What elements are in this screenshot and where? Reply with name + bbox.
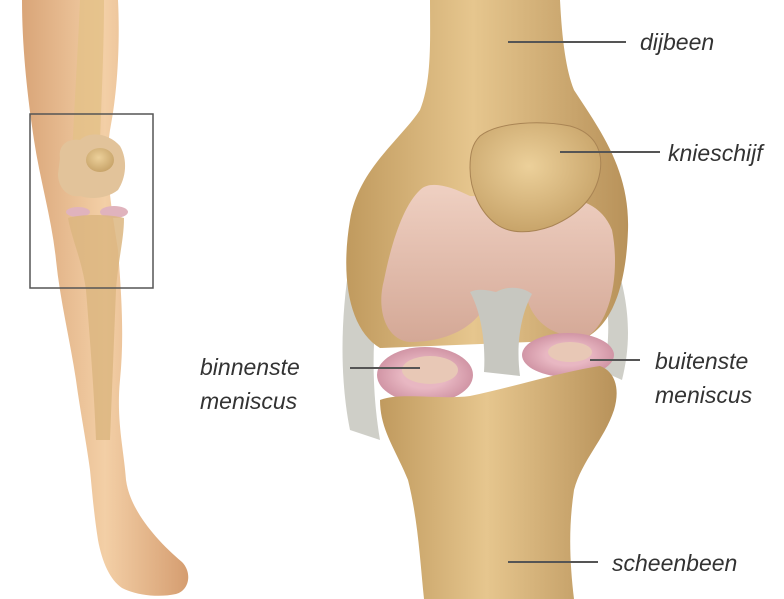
leg-patella [86,148,114,172]
label-binnenste-line1: binnenste [200,350,300,384]
label-buitenste-meniscus: buitenste meniscus [655,344,752,412]
label-knieschijf: knieschijf [668,136,763,170]
label-buitenste-line1: buitenste [655,344,752,378]
tibia [380,366,617,599]
lateral-meniscus-center [548,342,592,362]
leg-overview [22,0,188,596]
label-dijbeen: dijbeen [640,25,714,59]
label-binnenste-meniscus: binnenste meniscus [200,350,300,418]
knee-closeup [343,0,629,599]
label-scheenbeen: scheenbeen [612,546,737,580]
medial-meniscus-center [402,356,458,384]
label-binnenste-line2: meniscus [200,384,300,418]
label-buitenste-line2: meniscus [655,378,752,412]
